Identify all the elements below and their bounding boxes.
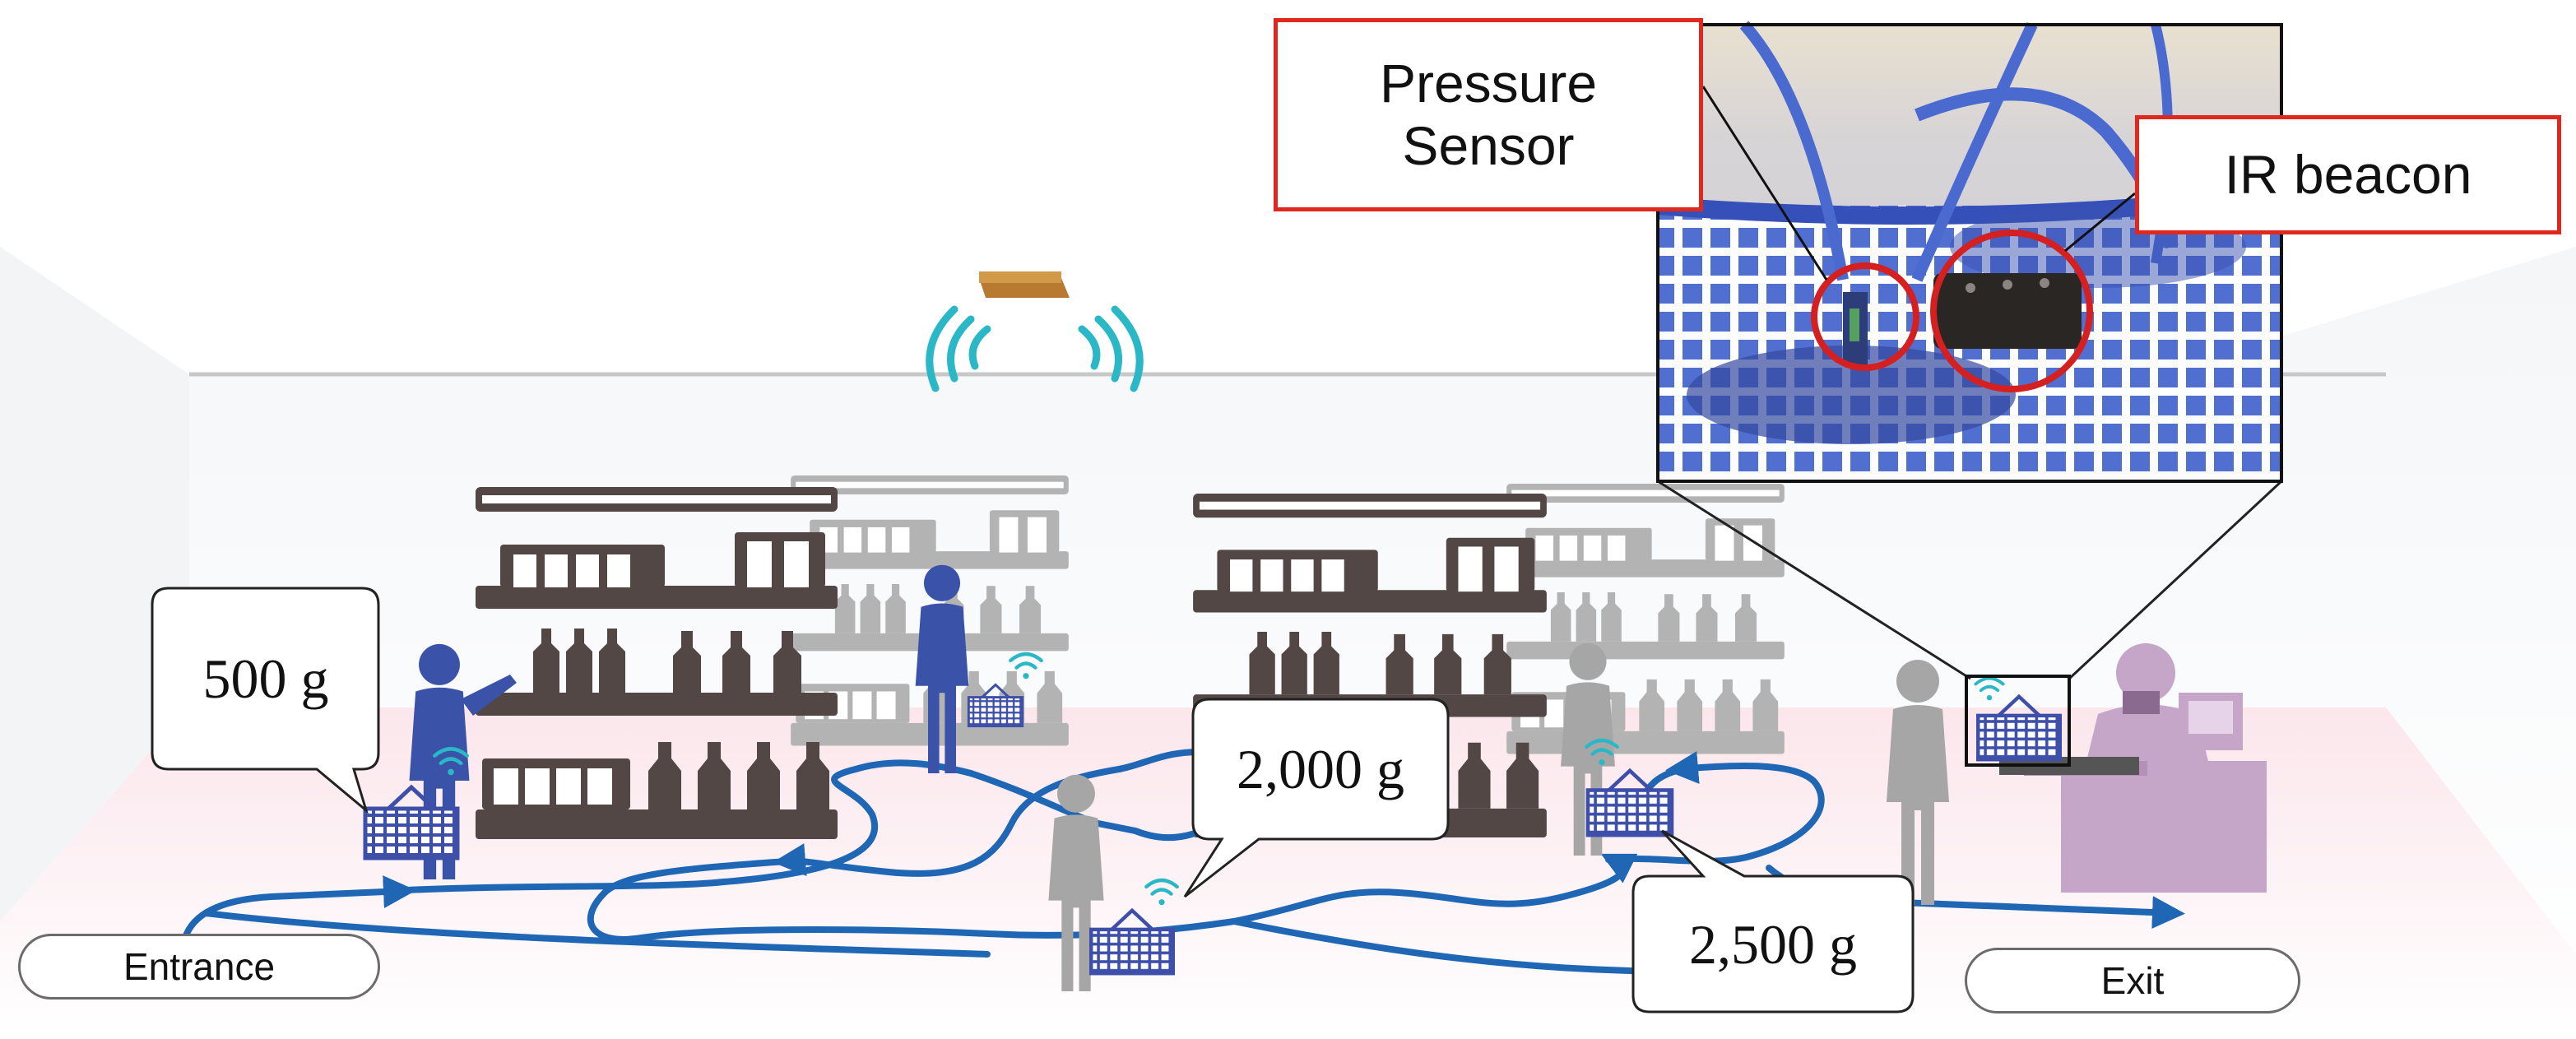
basket-photo-inset: [1656, 21, 2283, 483]
entrance-label: Entrance: [18, 934, 380, 1000]
bubble-3: [1631, 829, 1915, 1013]
weight-500g: 500 g: [202, 647, 329, 710]
receiver-signal-left-icon: [926, 305, 991, 392]
pressure-sensor-callout: Pressure Sensor: [1274, 18, 1703, 211]
exit-label: Exit: [1965, 948, 2300, 1013]
weight-2500g: 2,500 g: [1689, 912, 1857, 976]
ceiling-receiver: [926, 271, 1144, 392]
shopper-1: [409, 643, 517, 879]
ir-beacon-device: [1933, 273, 2082, 349]
ir-beacon-callout: IR beacon: [2135, 115, 2561, 234]
zoom-target-frame: [1965, 675, 2071, 767]
callout-leaders: [1701, 86, 2136, 281]
ir-beacon-highlight: [1930, 230, 2093, 392]
speech-bubbles: [151, 587, 1915, 1013]
pressure-sensor-highlight: [1811, 262, 1919, 371]
bubble-2: [1183, 698, 1450, 898]
weight-2000g: 2,000 g: [1237, 737, 1404, 800]
cashier-counter: [1999, 643, 2267, 893]
receiver-signal-right-icon: [1078, 305, 1144, 392]
zoom-lines: [1657, 480, 2283, 680]
bubble-1: [151, 587, 380, 814]
